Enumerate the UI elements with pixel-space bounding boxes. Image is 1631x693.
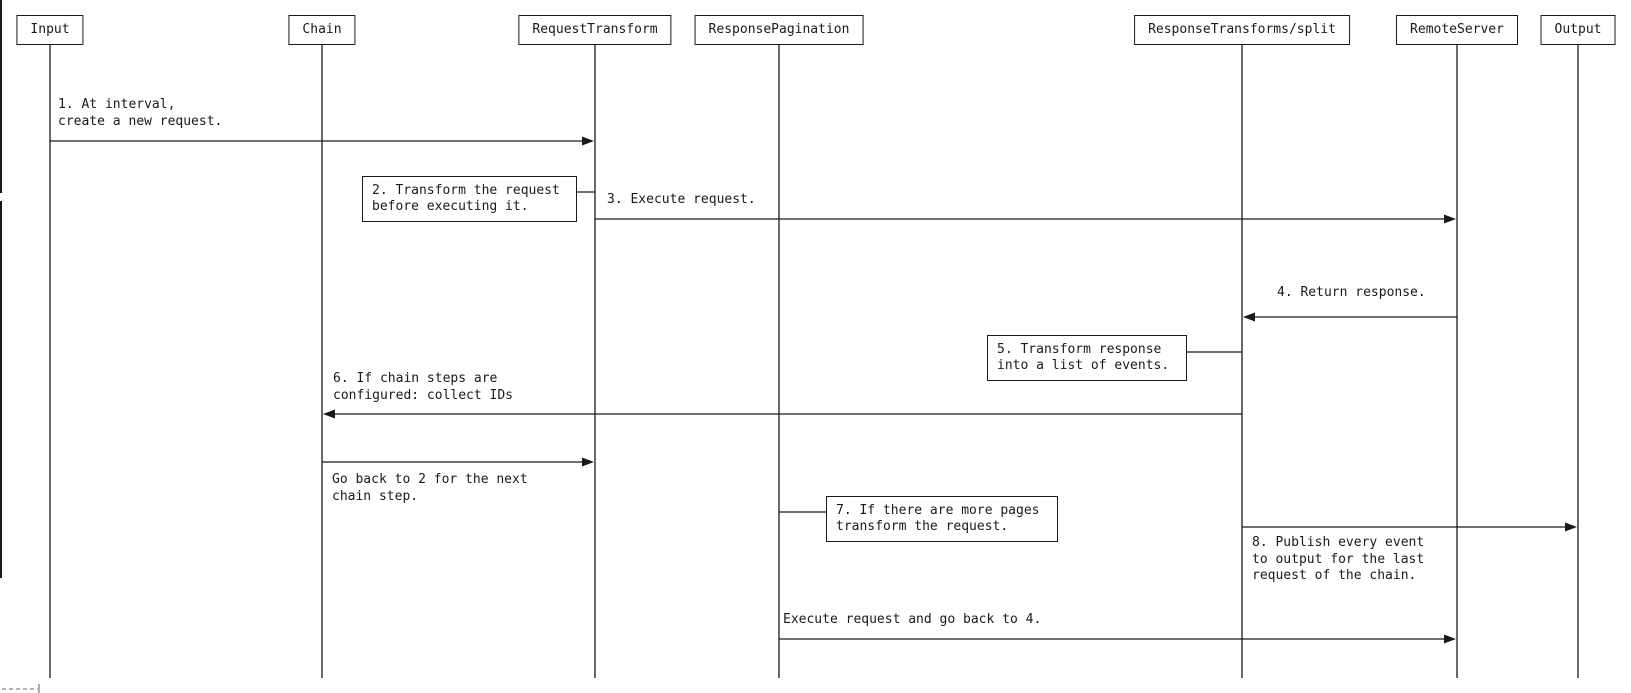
message-label: 6. If chain steps are configured: collec… <box>333 371 514 403</box>
message-arrowhead <box>582 136 594 146</box>
message-label: Go back to 2 for the next chain step. <box>332 472 528 504</box>
participant-box-output: Output <box>1540 15 1616 45</box>
message-arrowhead <box>1565 522 1577 532</box>
note-box: 7. If there are more pages transform the… <box>826 496 1058 542</box>
message-arrowhead <box>323 409 335 419</box>
participant-box-chain: Chain <box>288 15 356 45</box>
participant-box-response_pagination: ResponsePagination <box>694 15 864 45</box>
message-label: 8. Publish every event to output for the… <box>1252 535 1425 583</box>
message-arrowhead <box>582 457 594 467</box>
participant-box-input: Input <box>16 15 84 45</box>
note-box: 2. Transform the request before executin… <box>362 176 577 222</box>
message-label: Execute request and go back to 4. <box>783 612 1042 627</box>
participant-box-request_transform: RequestTransform <box>518 15 672 45</box>
message-label: 4. Return response. <box>1277 285 1426 300</box>
message-label: 3. Execute request. <box>607 192 756 207</box>
message-label: 1. At interval, create a new request. <box>58 97 223 129</box>
participant-box-remote_server: RemoteServer <box>1396 15 1518 45</box>
message-arrowhead <box>1444 634 1456 644</box>
note-box: 5. Transform response into a list of eve… <box>987 335 1187 381</box>
message-arrowhead <box>1243 312 1255 322</box>
message-arrowhead <box>1444 214 1456 224</box>
participant-box-response_transforms_split: ResponseTransforms/split <box>1134 15 1350 45</box>
